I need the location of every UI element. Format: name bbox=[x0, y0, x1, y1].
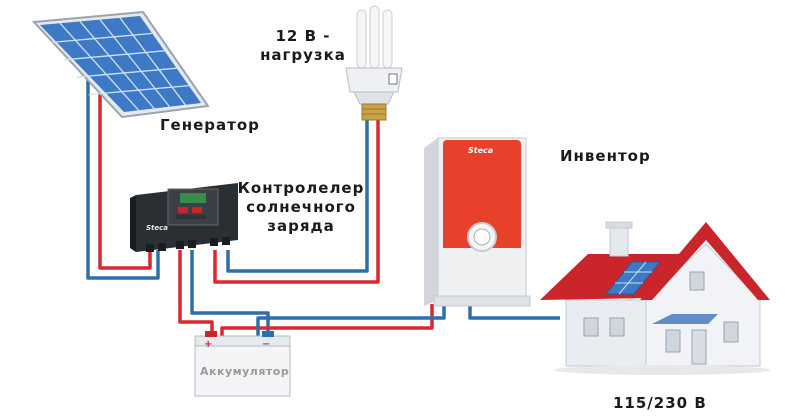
inverter-label: Инвентор bbox=[560, 147, 651, 165]
wire-lamp-blue bbox=[226, 120, 369, 273]
wire-lamp-red bbox=[213, 120, 380, 284]
load-label: 12 В - нагрузка bbox=[252, 27, 354, 65]
wire-batt-blue bbox=[190, 250, 270, 338]
controller-label-line2: солнечного bbox=[246, 198, 356, 216]
inverter-brand-logo: Steca bbox=[468, 146, 494, 155]
battery-label: Аккумулятор bbox=[200, 365, 290, 378]
wire-inv-red bbox=[220, 304, 434, 338]
load-label-line2: нагрузка bbox=[260, 46, 346, 64]
inverter-icon bbox=[424, 137, 531, 307]
battery-plus-sign: + bbox=[204, 339, 213, 350]
solar-panel-icon bbox=[31, 10, 210, 119]
charge-controller-icon bbox=[130, 183, 238, 252]
load-label-line1: 12 В - bbox=[275, 27, 331, 45]
controller-label: Контролелер солнечного заряда bbox=[236, 179, 366, 236]
wire-panel-blue bbox=[86, 80, 160, 280]
wiring bbox=[86, 80, 560, 338]
wire-panel-red bbox=[98, 86, 152, 270]
battery-minus-sign: − bbox=[262, 339, 271, 350]
output-voltage-label: 115/230 В bbox=[613, 394, 707, 412]
cfl-lamp-icon bbox=[345, 5, 403, 121]
generator-label: Генератор bbox=[160, 116, 260, 134]
wire-inv-blue bbox=[256, 304, 446, 338]
controller-label-line1: Контролелер bbox=[237, 179, 365, 197]
wire-batt-red bbox=[178, 250, 214, 338]
controller-label-line3: заряда bbox=[267, 217, 335, 235]
battery-icon bbox=[194, 331, 291, 397]
wire-house bbox=[468, 304, 560, 320]
controller-brand-logo: Steca bbox=[146, 224, 169, 232]
house-icon bbox=[540, 221, 770, 375]
